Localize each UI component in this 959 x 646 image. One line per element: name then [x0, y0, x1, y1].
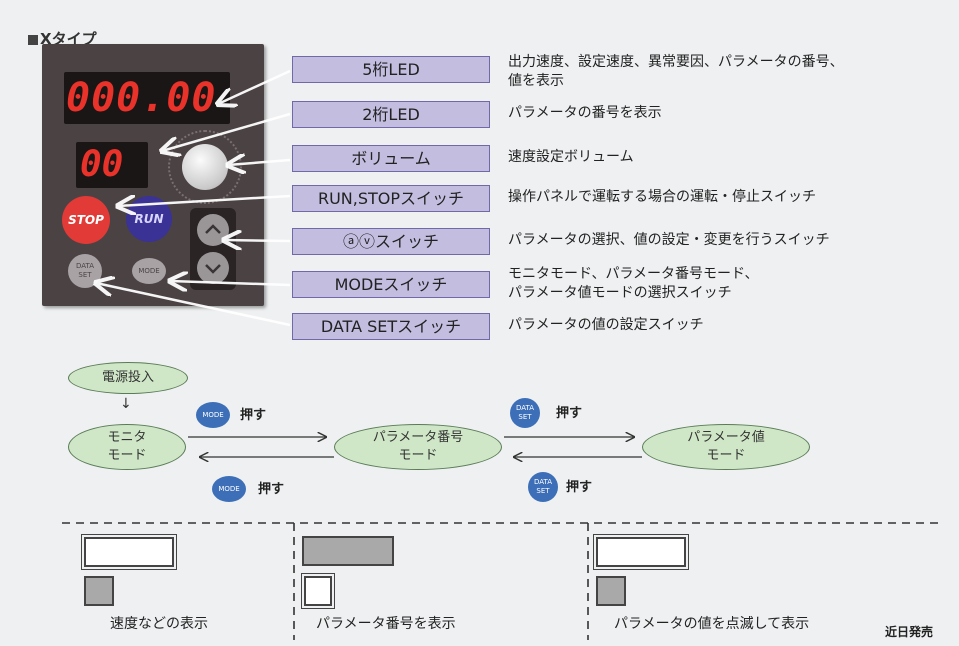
- arrow-mode: [170, 281, 291, 285]
- desc-data-set-switch: パラメータの値の設定スイッチ: [508, 317, 704, 333]
- mode-button[interactable]: MODE: [132, 258, 166, 284]
- data-set-pill-top: DATA SET: [510, 398, 540, 428]
- node-param-no-line1: パラメータ番号: [372, 430, 464, 445]
- data-pill-bottom-2: SET: [536, 487, 550, 495]
- desc-updown-switch: パラメータの選択、値の設定・変更を行うスイッチ: [508, 232, 830, 248]
- lamp-2digit-on: [301, 573, 335, 609]
- lamp-5digit-on: [81, 534, 177, 570]
- desc-5digit-led: 出力速度、設定速度、異常要因、パラメータの番号、 値を表示: [508, 54, 844, 89]
- coming-soon-note: 近日発売: [885, 625, 934, 639]
- desc-volume: 速度設定ボリューム: [508, 149, 634, 165]
- arrow-data-set: [96, 283, 291, 327]
- led-5digit-display: 000.00: [64, 72, 230, 124]
- push-label-1: 押す: [240, 408, 267, 423]
- arrow-run-stop: [118, 194, 291, 206]
- down-button[interactable]: [197, 252, 229, 284]
- label-run-stop: RUN,STOPスイッチ: [292, 185, 490, 212]
- arrow-updown: [224, 240, 291, 241]
- label-5digit-led: 5桁LED: [292, 56, 490, 83]
- chevron-up-icon: [205, 224, 221, 234]
- node-power-on: 電源投入: [68, 362, 188, 394]
- section-title-text: Xタイプ: [40, 30, 97, 48]
- node-monitor-line2: モード: [107, 448, 147, 463]
- section-title: Xタイプ: [28, 28, 97, 49]
- data-set-label-2: SET: [78, 271, 92, 279]
- lamp-2digit-off: [84, 576, 114, 606]
- data-pill-top-2: SET: [518, 413, 532, 421]
- arrow-volume: [228, 160, 291, 165]
- data-set-label-1: DATA: [75, 262, 95, 270]
- mode-pill-top: MODE: [196, 402, 230, 428]
- square-bullet-icon: [28, 35, 38, 45]
- desc-run-stop: 操作パネルで運転する場合の運転・停止スイッチ: [508, 189, 816, 205]
- arrow-led5: [218, 69, 291, 104]
- led-2digit-value: 00: [80, 144, 124, 185]
- volume-knob[interactable]: [182, 144, 228, 190]
- node-monitor-mode: モニタ モード: [68, 424, 186, 470]
- label-volume: ボリューム: [292, 145, 490, 172]
- node-power-on-text: 電源投入: [101, 370, 154, 385]
- label-2digit-led: 2桁LED: [292, 101, 490, 128]
- mode-pill-bottom: MODE: [212, 476, 246, 502]
- label-mode-switch: MODEスイッチ: [292, 271, 490, 298]
- push-label-4: 押す: [566, 480, 593, 495]
- led-5digit-value: 000.00: [66, 75, 217, 121]
- chevron-down-icon: [205, 264, 221, 274]
- node-monitor-line1: モニタ: [107, 430, 147, 445]
- lamp-2digit-gray: [596, 576, 626, 606]
- led-2digit-display: 00: [76, 142, 148, 188]
- caption-param-number: パラメータ番号を表示: [316, 616, 456, 632]
- lamp-5digit-blink: [593, 534, 689, 570]
- node-param-val-mode: パラメータ値 モード: [642, 424, 810, 470]
- arrow-down-icon: ↓: [120, 396, 132, 412]
- lamp-5digit-off: [302, 536, 394, 566]
- node-param-val-line2: モード: [706, 448, 746, 463]
- arrow-led2: [162, 112, 291, 151]
- caption-param-value-blink: パラメータの値を点滅して表示: [614, 616, 810, 632]
- node-param-no-line2: モード: [398, 448, 438, 463]
- push-label-3: 押す: [258, 482, 285, 497]
- data-pill-bottom-1: DATA: [533, 478, 553, 486]
- label-updown-switch: ⓐⓥスイッチ: [292, 228, 490, 255]
- node-param-no-mode: パラメータ番号 モード: [334, 424, 502, 470]
- stop-button[interactable]: STOP: [62, 196, 110, 244]
- desc-mode-switch: モニタモード、パラメータ番号モード、 パラメータ値モードの選択スイッチ: [508, 266, 759, 301]
- caption-speed-display: 速度などの表示: [110, 616, 208, 632]
- data-set-pill-bottom: DATA SET: [528, 472, 558, 502]
- label-data-set-switch: DATA SETスイッチ: [292, 313, 490, 340]
- node-param-val-line1: パラメータ値: [687, 430, 765, 445]
- push-label-2: 押す: [556, 406, 583, 421]
- data-pill-top-1: DATA: [515, 404, 535, 412]
- desc-2digit-led: パラメータの番号を表示: [508, 105, 662, 121]
